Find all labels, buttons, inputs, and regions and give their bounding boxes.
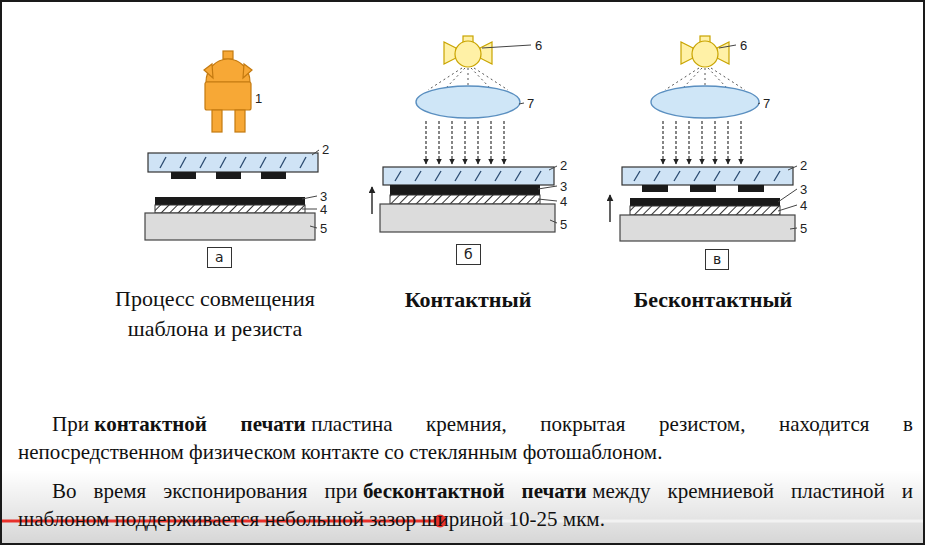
callout-number: 5 <box>800 222 807 235</box>
wafer-stack <box>145 197 315 240</box>
callout-number: 5 <box>320 222 327 235</box>
lens <box>651 86 759 118</box>
bold-term: контактной печати <box>94 412 305 436</box>
callout-number: 3 <box>320 190 327 203</box>
callout-number: 6 <box>535 39 542 52</box>
callout-number: 7 <box>527 97 534 110</box>
lift-arrow <box>371 187 372 214</box>
leader-lines <box>302 150 319 228</box>
paragraph-text: При <box>52 412 89 436</box>
bold-term: бесконтактной печати <box>363 479 587 503</box>
lamp-symbol <box>681 36 729 67</box>
callout-number: 4 <box>560 195 567 208</box>
lamp-symbol <box>204 51 252 132</box>
callout-number: 3 <box>560 180 567 193</box>
photomask <box>622 167 793 192</box>
figure-caption: Процесс совмещения шаблона и резиста <box>85 284 345 344</box>
figure-letter: б <box>464 246 473 262</box>
leader-lines <box>719 45 797 229</box>
figure-caption: Бесконтактный <box>608 285 818 315</box>
figure-letter: а <box>215 249 224 265</box>
leader-lines <box>482 45 557 223</box>
callout-number: 2 <box>560 159 567 172</box>
callout-number: 1 <box>255 92 262 105</box>
callout-number: 7 <box>763 97 770 110</box>
exposure-arrows <box>663 121 741 164</box>
photomask <box>148 153 318 179</box>
body-paragraph: Во время экспонирования прибесконтактной… <box>18 477 913 533</box>
callout-number: 4 <box>800 199 807 212</box>
figure-letter-box: б <box>456 244 481 265</box>
wafer-stack <box>380 185 555 232</box>
photomask <box>383 167 554 185</box>
figure-letter-box: а <box>207 247 232 268</box>
callout-number: 2 <box>322 143 329 156</box>
callout-number: 3 <box>800 183 807 196</box>
player-shade <box>2 470 923 543</box>
callout-number: 5 <box>560 218 567 231</box>
lift-arrow <box>609 195 610 222</box>
callout-number: 6 <box>740 39 747 52</box>
callout-number: 4 <box>320 203 327 216</box>
paragraph-text: Во время экспонирования при <box>52 479 357 503</box>
lamp-symbol <box>444 36 492 67</box>
wafer-stack <box>620 198 795 241</box>
callout-number: 2 <box>800 159 807 172</box>
figure-letter-box: в <box>705 249 729 270</box>
figure-letter: в <box>713 251 721 267</box>
figure-caption: Контактный <box>363 285 573 315</box>
lens <box>416 86 520 118</box>
exposure-arrows <box>426 121 504 164</box>
body-paragraph: Приконтактной печатипластина кремния, по… <box>18 410 913 466</box>
